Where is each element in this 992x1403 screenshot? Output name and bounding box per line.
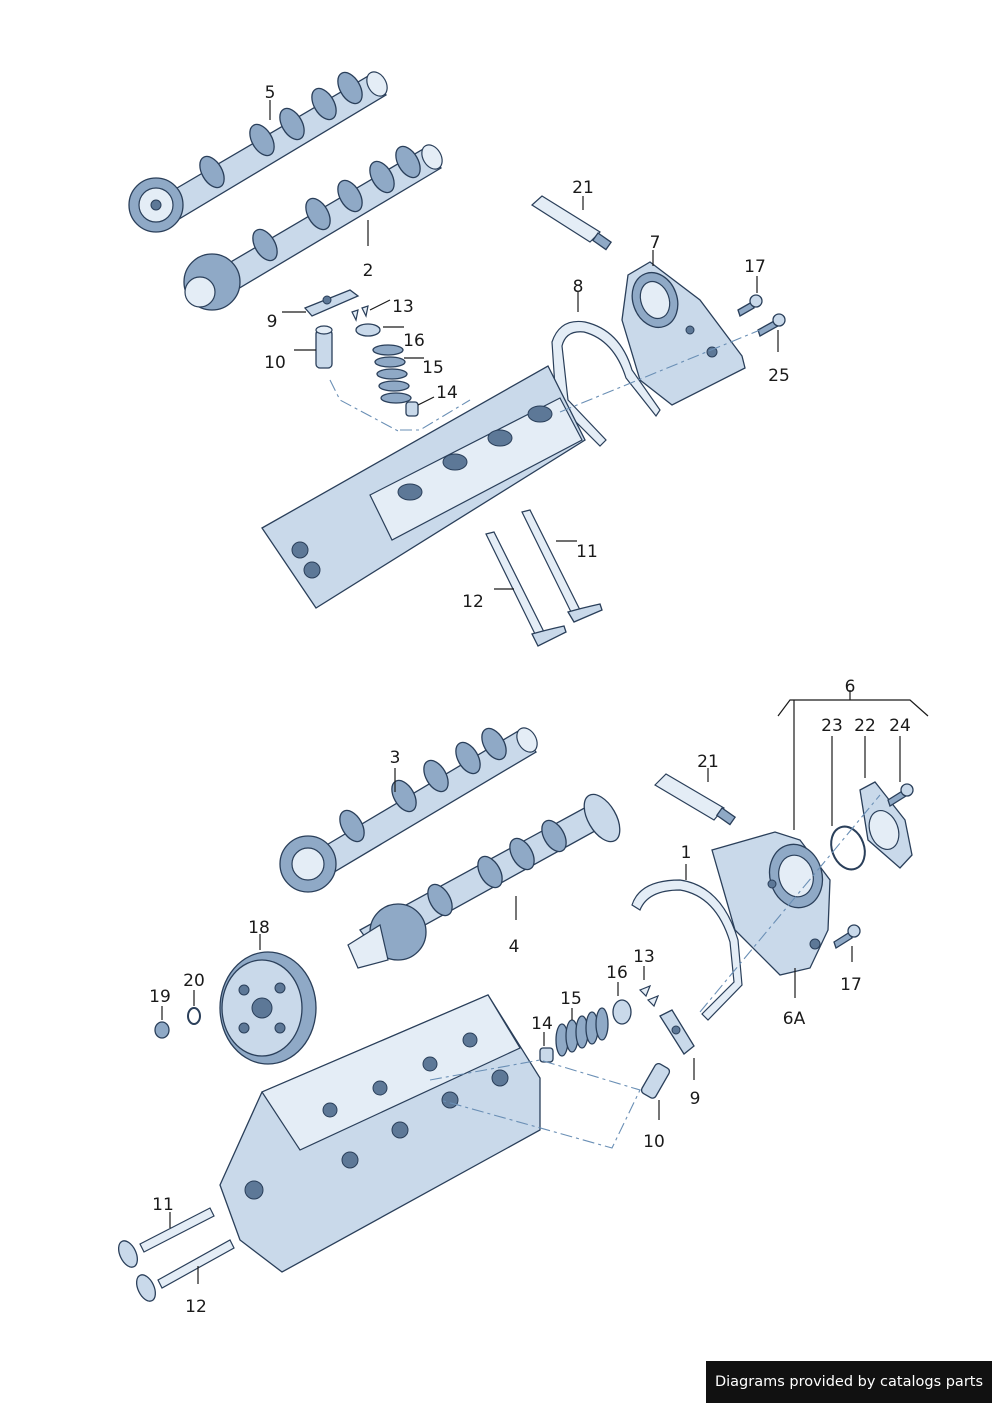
camshaft-3 <box>279 727 538 893</box>
cover-6A <box>711 831 831 976</box>
callout-11-bottom[interactable]: 11 <box>152 1195 174 1215</box>
callout-10-bottom[interactable]: 10 <box>643 1132 665 1152</box>
callout-5[interactable]: 5 <box>265 83 276 103</box>
callout-8[interactable]: 8 <box>573 277 584 297</box>
callout-17-bottom[interactable]: 17 <box>840 975 862 995</box>
callout-7[interactable]: 7 <box>650 233 661 253</box>
assembly-line-top-2 <box>400 399 471 431</box>
sprocket-18 <box>219 951 317 1065</box>
assembly-line-bottom-2 <box>699 794 881 1013</box>
callout-21-top[interactable]: 21 <box>572 178 594 198</box>
lifter-10-top <box>315 325 333 369</box>
sealant-tube-21-top <box>531 195 613 251</box>
valve-spring-15-bottom <box>555 1007 609 1057</box>
callout-16-bottom[interactable]: 16 <box>606 963 628 983</box>
callout-4[interactable]: 4 <box>509 937 520 957</box>
callout-9-top[interactable]: 9 <box>267 312 278 332</box>
valve-spring-15-top <box>372 344 412 404</box>
callout-11-top[interactable]: 11 <box>576 542 598 562</box>
callout-9-bottom[interactable]: 9 <box>690 1089 701 1109</box>
leader-lines <box>161 100 929 1284</box>
washer-20 <box>187 1007 201 1025</box>
callout-22[interactable]: 22 <box>854 716 876 736</box>
callout-19[interactable]: 19 <box>149 987 171 1007</box>
assembly-line-bottom-1 <box>429 1059 641 1149</box>
spring-retainer-16-bottom <box>612 999 632 1025</box>
stem-seal-14-bottom <box>539 1047 554 1063</box>
valve-keepers-13-bottom <box>638 984 660 1008</box>
callout-20[interactable]: 20 <box>183 971 205 991</box>
callout-24[interactable]: 24 <box>889 716 911 736</box>
callout-17-top[interactable]: 17 <box>744 257 766 277</box>
callout-2[interactable]: 2 <box>363 261 374 281</box>
valve-12-bottom <box>135 1239 235 1302</box>
lifter-10-bottom <box>640 1062 671 1099</box>
callout-10-top[interactable]: 10 <box>264 353 286 373</box>
gasket-8 <box>551 320 661 447</box>
callout-15-top[interactable]: 15 <box>422 358 444 378</box>
valve-12-top <box>485 531 567 647</box>
bolt-17-top <box>737 294 763 317</box>
nut-19 <box>154 1021 170 1039</box>
cylinder-head-bottom <box>219 994 541 1273</box>
cover-7 <box>621 261 746 406</box>
callout-6[interactable]: 6 <box>845 677 856 697</box>
callout-6A[interactable]: 6A <box>783 1009 806 1029</box>
callout-1[interactable]: 1 <box>681 843 692 863</box>
callout-23[interactable]: 23 <box>821 716 843 736</box>
gasket-1 <box>631 879 743 1021</box>
valve-11-bottom <box>117 1207 215 1268</box>
callout-14-bottom[interactable]: 14 <box>531 1014 553 1034</box>
assembly-line-top-3 <box>559 329 761 413</box>
callout-14-top[interactable]: 14 <box>436 383 458 403</box>
credit-banner: Diagrams provided by catalogs parts <box>706 1361 992 1403</box>
callout-15-bottom[interactable]: 15 <box>560 989 582 1009</box>
spring-retainer-16-top <box>355 323 381 337</box>
cylinder-head-top <box>261 365 586 609</box>
callout-12-bottom[interactable]: 12 <box>185 1297 207 1317</box>
credit-text: Diagrams provided by catalogs parts <box>714 1374 984 1390</box>
valve-keepers-13-top <box>351 305 369 322</box>
camshaft-4 <box>347 793 621 969</box>
callout-25[interactable]: 25 <box>768 366 790 386</box>
camshaft-5 <box>128 71 388 233</box>
callout-18[interactable]: 18 <box>248 918 270 938</box>
o-ring-23 <box>830 825 866 871</box>
callout-21-bottom[interactable]: 21 <box>697 752 719 772</box>
callout-16-top[interactable]: 16 <box>403 331 425 351</box>
bolt-25 <box>757 313 786 337</box>
rocker-arm-9-bottom <box>659 1009 695 1055</box>
callout-13-top[interactable]: 13 <box>392 297 414 317</box>
callout-12-top[interactable]: 12 <box>462 592 484 612</box>
camshaft-2 <box>183 144 443 311</box>
valve-11-top <box>521 509 603 623</box>
callout-3[interactable]: 3 <box>390 748 401 768</box>
bolt-17-bottom <box>833 924 861 949</box>
rocker-arm-9-top <box>303 289 360 317</box>
assembly-line-top-1 <box>329 379 401 433</box>
stem-seal-14-top <box>405 401 419 417</box>
callout-labels: 5 2 21 7 8 17 25 9 13 16 10 15 14 11 12 … <box>149 83 911 1317</box>
bolt-24 <box>887 783 914 807</box>
callout-13-bottom[interactable]: 13 <box>633 947 655 967</box>
sealant-tube-21-bottom <box>654 773 737 826</box>
